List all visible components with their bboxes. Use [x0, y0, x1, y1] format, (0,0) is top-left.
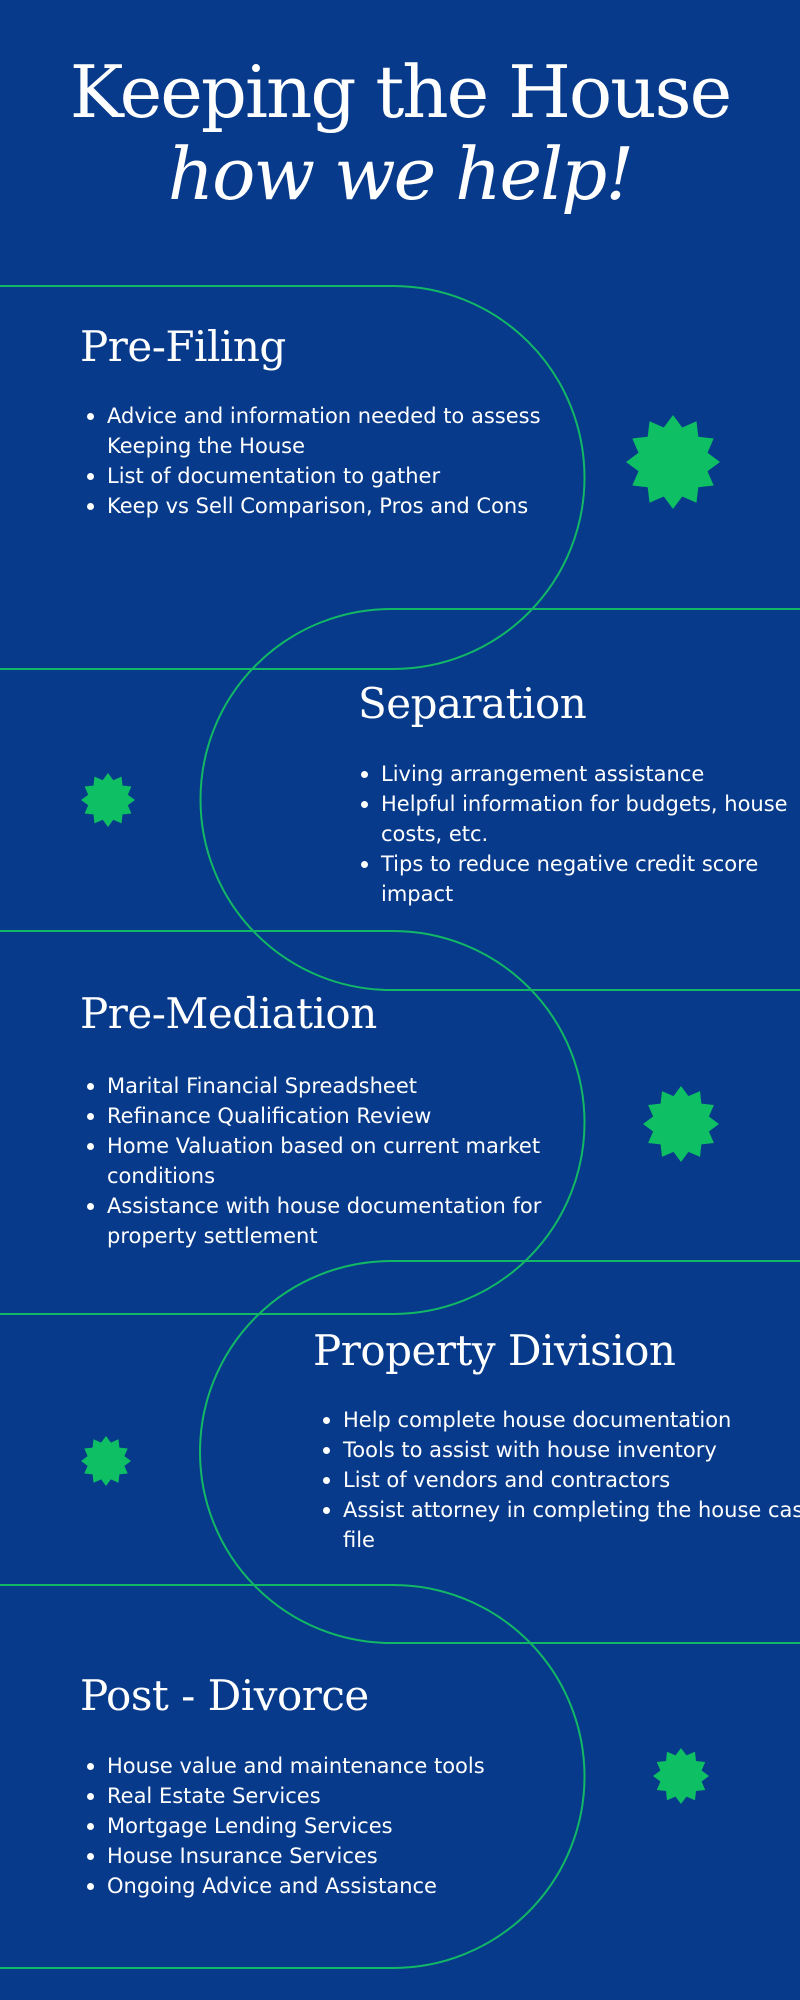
- pre-mediation-list: Marital Financial Spreadsheet Refinance …: [80, 1071, 567, 1251]
- separation-list: Living arrangement assistance Helpful in…: [354, 759, 800, 909]
- list-item: Assist attorney in completing the house …: [323, 1495, 800, 1555]
- section-heading-post-divorce: Post - Divorce: [80, 1671, 369, 1720]
- page-subtitle: how we help!: [167, 132, 634, 216]
- list-item: Real Estate Services: [87, 1781, 567, 1811]
- starburst-icon: [643, 1086, 719, 1162]
- list-item: Tools to assist with house inventory: [323, 1435, 800, 1465]
- pill-outline-4: [199, 1260, 800, 1644]
- post-divorce-list: House value and maintenance tools Real E…: [80, 1751, 567, 1901]
- list-item: House value and maintenance tools: [87, 1751, 567, 1781]
- pre-filing-list: Advice and information needed to assess …: [80, 401, 547, 521]
- list-item: Living arrangement assistance: [361, 759, 800, 789]
- list-item: Mortgage Lending Services: [87, 1811, 567, 1841]
- page-title: Keeping the House: [69, 50, 732, 134]
- list-item: House Insurance Services: [87, 1841, 567, 1871]
- starburst-icon: [81, 1436, 131, 1486]
- starburst-icon: [626, 415, 720, 509]
- property-division-list: Help complete house documentation Tools …: [316, 1405, 800, 1555]
- section-heading-pre-filing: Pre-Filing: [80, 322, 286, 371]
- pill-outline-3: [0, 930, 586, 1315]
- starburst-icon: [653, 1748, 709, 1804]
- section-heading-separation: Separation: [358, 679, 587, 728]
- pill-outline-2: [199, 608, 800, 991]
- list-item: Refinance Qualification Review: [87, 1101, 567, 1131]
- list-item: Marital Financial Spreadsheet: [87, 1071, 567, 1101]
- list-item: List of documentation to gather: [87, 461, 547, 491]
- list-item: Helpful information for budgets, house c…: [361, 789, 800, 849]
- list-item: Keep vs Sell Comparison, Pros and Cons: [87, 491, 547, 521]
- section-heading-property-division: Property Division: [313, 1326, 676, 1375]
- list-item: Ongoing Advice and Assistance: [87, 1871, 567, 1901]
- list-item: Help complete house documentation: [323, 1405, 800, 1435]
- list-item: List of vendors and contractors: [323, 1465, 800, 1495]
- list-item: Tips to reduce negative credit score imp…: [361, 849, 800, 909]
- starburst-icon: [81, 773, 135, 827]
- list-item: Assistance with house documentation for …: [87, 1191, 567, 1251]
- pill-outline-5: [0, 1584, 586, 1969]
- section-heading-pre-mediation: Pre-Mediation: [80, 989, 377, 1038]
- list-item: Advice and information needed to assess …: [87, 401, 547, 461]
- pill-outline-1: [0, 285, 586, 670]
- list-item: Home Valuation based on current market c…: [87, 1131, 567, 1191]
